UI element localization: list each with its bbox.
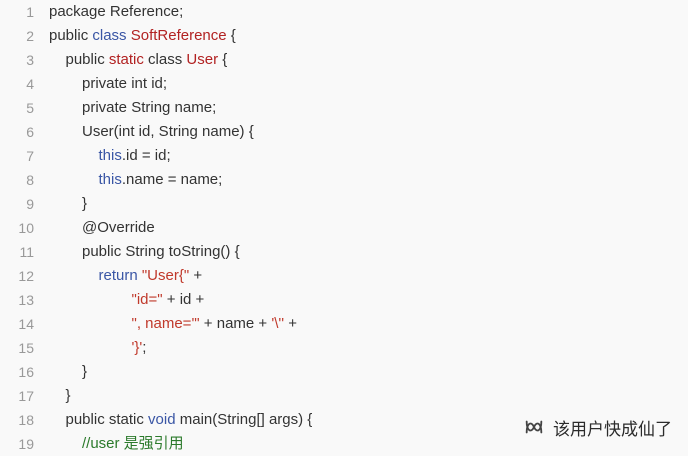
line-code: public static class User { bbox=[66, 48, 228, 72]
code-token: User bbox=[186, 51, 219, 68]
code-token: '}' bbox=[131, 339, 143, 356]
code-token: ; bbox=[142, 339, 147, 356]
code-token: SoftReference bbox=[130, 27, 227, 44]
code-line: 10 @Override bbox=[0, 216, 688, 240]
line-code: public String toString() { bbox=[82, 240, 240, 264]
line-number: 14 bbox=[18, 316, 34, 332]
code-token: "User{" bbox=[141, 267, 190, 284]
wechat-channel-icon bbox=[525, 420, 543, 434]
code-line: 6 User(int id, String name) { bbox=[0, 120, 688, 144]
code-line: 2 public class SoftReference { bbox=[0, 24, 688, 48]
line-code: ", name='" + name + '\'' + bbox=[132, 312, 298, 336]
code-token: return bbox=[98, 267, 138, 284]
code-token: '\'' bbox=[271, 315, 285, 332]
code-token: User(int id, String name) { bbox=[82, 123, 254, 140]
code-line: 5 private String name; bbox=[0, 96, 688, 120]
line-number: 17 bbox=[18, 388, 34, 404]
code-token: static bbox=[108, 51, 144, 68]
watermark-text: 该用户快成仙了 bbox=[553, 419, 672, 439]
code-token: ", name='" bbox=[131, 315, 200, 332]
code-token: .name = name; bbox=[121, 171, 223, 188]
code-line: 11 public String toString() { bbox=[0, 240, 688, 264]
code-token: } bbox=[82, 195, 88, 212]
code-line: 16} bbox=[0, 360, 688, 384]
code-token: .id = id; bbox=[121, 147, 171, 164]
line-code: this.name = name; bbox=[99, 168, 223, 192]
code-line: 8 this.name = name; bbox=[0, 168, 688, 192]
code-token: public String toString() { bbox=[82, 243, 240, 260]
code-token: { bbox=[218, 51, 228, 68]
line-code: this.id = id; bbox=[99, 144, 171, 168]
code-token: main(String[] args) { bbox=[175, 411, 313, 428]
code-token: private int id; bbox=[82, 75, 168, 92]
line-number: 3 bbox=[26, 52, 34, 68]
line-code: public static void main(String[] args) { bbox=[66, 408, 313, 432]
line-code: //user 是强引用 bbox=[82, 432, 184, 456]
code-line: 14 ", name='" + name + '\'' + bbox=[0, 312, 688, 336]
code-line: 18 public static void main(String[] args)… bbox=[0, 408, 688, 432]
code-token: void bbox=[148, 411, 176, 428]
line-number: 1 bbox=[26, 4, 34, 20]
line-number: 7 bbox=[26, 148, 34, 164]
code-token: this bbox=[98, 171, 122, 188]
code-token: public bbox=[49, 27, 93, 44]
line-number: 5 bbox=[26, 100, 34, 116]
code-token: //user 是强引用 bbox=[82, 435, 184, 452]
code-token: private String name; bbox=[82, 99, 217, 116]
code-line: 12 return "User{" + bbox=[0, 264, 688, 288]
line-number: 16 bbox=[18, 364, 34, 380]
line-code: } bbox=[66, 384, 71, 408]
code-token: + id + bbox=[162, 291, 205, 308]
line-number: 18 bbox=[18, 412, 34, 428]
code-token: { bbox=[226, 27, 236, 44]
code-line: 13 "id=" + id + bbox=[0, 288, 688, 312]
line-code: package Reference; bbox=[49, 0, 183, 24]
code-line: 3 public static class User { bbox=[0, 48, 688, 72]
line-number: 12 bbox=[18, 268, 34, 284]
line-code: User(int id, String name) { bbox=[82, 120, 254, 144]
line-number: 9 bbox=[26, 196, 34, 212]
code-token: + name + bbox=[199, 315, 272, 332]
code-line: 1 package Reference; bbox=[0, 0, 688, 24]
line-number: 11 bbox=[19, 244, 34, 260]
code-token: + bbox=[284, 315, 298, 332]
line-number: 2 bbox=[26, 28, 34, 44]
line-number: 15 bbox=[18, 340, 34, 356]
line-number: 10 bbox=[18, 220, 34, 236]
code-token: } bbox=[82, 363, 88, 380]
code-token: public bbox=[65, 51, 109, 68]
code-line: 17} bbox=[0, 384, 688, 408]
line-number: 19 bbox=[18, 436, 34, 452]
line-code: public class SoftReference { bbox=[49, 24, 236, 48]
line-code: @Override bbox=[82, 216, 155, 240]
code-token: } bbox=[65, 387, 71, 404]
code-token: class bbox=[92, 27, 127, 44]
line-number: 6 bbox=[26, 124, 34, 140]
code-line: 19 //user 是强引用 bbox=[0, 432, 688, 456]
line-code: return "User{" + bbox=[99, 264, 203, 288]
code-token: this bbox=[98, 147, 122, 164]
line-code: } bbox=[82, 192, 87, 216]
code-line: 7 this.id = id; bbox=[0, 144, 688, 168]
code-line: 15 '}'; bbox=[0, 336, 688, 360]
code-token: + bbox=[189, 267, 203, 284]
line-number: 8 bbox=[26, 172, 34, 188]
line-code: '}'; bbox=[132, 336, 147, 360]
line-code: private String name; bbox=[82, 96, 216, 120]
line-code: private int id; bbox=[82, 72, 167, 96]
line-code: } bbox=[82, 360, 87, 384]
code-token: @Override bbox=[82, 219, 155, 236]
line-code: "id=" + id + bbox=[132, 288, 205, 312]
code-token: public static bbox=[65, 411, 149, 428]
line-number: 13 bbox=[18, 292, 34, 308]
code-token: class bbox=[143, 51, 187, 68]
watermark: 该用户快成仙了 bbox=[523, 412, 672, 442]
line-number: 4 bbox=[26, 76, 34, 92]
code-line: 9} bbox=[0, 192, 688, 216]
code-token: "id=" bbox=[131, 291, 163, 308]
code-line: 4 private int id; bbox=[0, 72, 688, 96]
code-token: package Reference; bbox=[49, 3, 184, 20]
